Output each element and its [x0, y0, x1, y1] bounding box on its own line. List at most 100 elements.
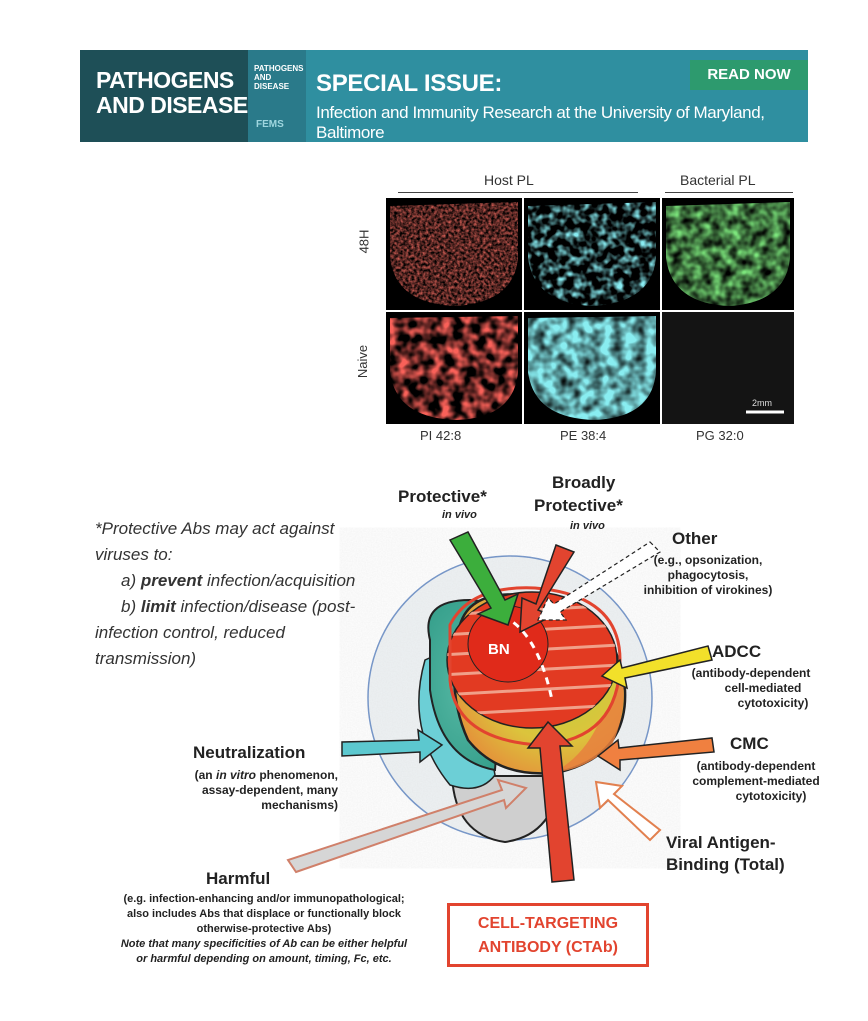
- adcc-description: (antibody-dependent cell-mediated cytoto…: [676, 666, 826, 711]
- neut-desc-1b: in vitro: [215, 768, 256, 782]
- protective-label: Protective*: [398, 487, 487, 506]
- cover-title: PATHOGENS AND DISEASE: [254, 64, 306, 91]
- note-item-b: b) limit infection/disease (post-: [95, 594, 365, 620]
- cmc-description: (antibody-dependent complement-mediated …: [676, 759, 836, 804]
- note-b-bold: limit: [140, 597, 176, 616]
- neut-desc-1c: phenomenon,: [256, 768, 338, 782]
- other-desc-1: (e.g., opsonization,: [653, 553, 763, 567]
- note-item-a: a) prevent infection/acquisition: [95, 568, 365, 594]
- ctab-box: CELL-TARGETING ANTIBODY (CTAb): [447, 903, 649, 967]
- tile-48h-pe: [524, 198, 660, 310]
- cmc-desc-1: (antibody-dependent: [696, 759, 816, 773]
- tile-48h-pg-image: [662, 198, 794, 310]
- other-desc-3: inhibition of virokines): [643, 583, 773, 597]
- tile-naive-pe: [524, 312, 660, 424]
- other-arrow: [537, 541, 661, 621]
- ctab-arrow: [526, 720, 575, 883]
- journal-title-line1: PATHOGENS: [96, 67, 234, 93]
- viral-antigen-label-1: Viral Antigen-: [666, 833, 776, 852]
- scale-bar-label: 2mm: [752, 398, 772, 408]
- note-line-1: *Protective Abs may act against: [95, 519, 335, 538]
- bacterial-pl-rule: [665, 192, 793, 193]
- read-now-button[interactable]: READ NOW: [690, 60, 808, 90]
- cmc-arrow: [596, 737, 715, 772]
- journal-title: PATHOGENS AND DISEASE: [80, 50, 248, 142]
- cover-publisher: FEMS: [256, 119, 284, 130]
- cover-title-line1: PATHOGENS: [254, 64, 304, 73]
- journal-banner[interactable]: PATHOGENS AND DISEASE PATHOGENS AND DISE…: [80, 50, 808, 142]
- tile-naive-pi-image: [386, 312, 522, 424]
- tile-naive-pe-image: [524, 312, 660, 424]
- note-b-prefix: b): [121, 597, 141, 616]
- harm-desc-4: Note that many specificities of Ab can b…: [120, 938, 408, 950]
- special-issue-heading: SPECIAL ISSUE:: [316, 70, 503, 97]
- harm-desc-1: (e.g. infection-enhancing and/or immunop…: [123, 893, 405, 905]
- ctab-label-1: CELL-TARGETING: [477, 915, 619, 932]
- broadly-label-2: Protective*: [534, 496, 623, 515]
- harm-desc-3: otherwise-protective Abs): [196, 923, 332, 935]
- journal-cover-thumbnail: PATHOGENS AND DISEASE FEMS: [248, 50, 306, 142]
- bacterial-pl-label: Bacterial PL: [680, 172, 756, 188]
- col-label-pe: PE 38:4: [560, 428, 607, 443]
- other-label: Other: [672, 529, 718, 548]
- tile-naive-pg: 2mm: [662, 312, 794, 424]
- note-line-2: viruses to:: [95, 545, 173, 564]
- adcc-arrow: [600, 645, 713, 690]
- tile-48h-pg: [662, 198, 794, 310]
- protective-arrow: [448, 531, 520, 626]
- harmful-description: (e.g. infection-enhancing and/or immunop…: [84, 892, 444, 967]
- broadly-label-1: Broadly: [552, 473, 616, 492]
- tile-48h-pi: [386, 198, 522, 310]
- note-a-bold: prevent: [140, 571, 203, 590]
- neut-desc-2: assay-dependent, many: [201, 783, 338, 797]
- note-line-6: transmission): [95, 649, 197, 668]
- harmful-arrow: [286, 778, 528, 874]
- adcc-desc-2: cell-mediated: [724, 681, 802, 695]
- cmc-label: CMC: [730, 734, 769, 753]
- neutralization-arrow: [341, 728, 444, 764]
- viral-antigen-arrow: [594, 780, 662, 842]
- cmc-region: [555, 660, 624, 772]
- tile-48h-pi-image: [386, 198, 522, 310]
- broadly-sub-label: in vivo: [570, 520, 605, 532]
- ctab-label-2: ANTIBODY (CTAb): [478, 939, 618, 956]
- col-label-pi: PI 42:8: [420, 428, 462, 443]
- special-issue-info: SPECIAL ISSUE: Infection and Immunity Re…: [306, 50, 808, 142]
- special-issue-subtitle: Infection and Immunity Research at the U…: [316, 103, 765, 142]
- neutralization-label: Neutralization: [193, 743, 306, 762]
- note-b-rest: infection/disease (post-: [175, 597, 356, 616]
- adcc-desc-3: cytotoxicity): [737, 696, 809, 710]
- cmc-desc-2: complement-mediated: [692, 774, 820, 788]
- bn-dashed-arc: [489, 610, 554, 701]
- neut-desc-3: mechanisms): [261, 798, 338, 812]
- protective-note: *Protective Abs may act against viruses …: [95, 516, 365, 672]
- journal-title-line2: AND DISEASE: [96, 92, 248, 118]
- note-a-prefix: a): [121, 571, 141, 590]
- adcc-label: ADCC: [712, 642, 762, 661]
- tile-naive-pi: [386, 312, 522, 424]
- tile-48h-pe-image: [524, 198, 660, 310]
- host-pl-rule: [398, 192, 638, 193]
- other-description: (e.g., opsonization, phagocytosis, inhib…: [628, 553, 788, 598]
- host-pl-label: Host PL: [484, 172, 534, 188]
- note-a-rest: infection/acquisition: [202, 571, 356, 590]
- bn-label: BN: [488, 641, 510, 658]
- other-desc-2: phagocytosis,: [667, 568, 749, 582]
- protective-sub-label: in vivo: [442, 509, 477, 521]
- adcc-desc-1: (antibody-dependent: [691, 666, 811, 680]
- microscopy-figure: Host PL Bacterial PL 48H Naive: [350, 172, 800, 444]
- harmful-label: Harmful: [206, 869, 271, 888]
- harm-desc-5: or harmful depending on amount, timing, …: [136, 953, 392, 965]
- cover-title-line2: AND DISEASE: [254, 73, 290, 91]
- neut-desc-1: (an in vitro phenomenon,: [178, 768, 338, 783]
- viral-antigen-label-2: Binding (Total): [666, 855, 785, 874]
- note-line-5: infection control, reduced: [95, 623, 285, 642]
- neut-desc-1a: (an: [194, 768, 216, 782]
- col-label-pg: PG 32:0: [696, 428, 744, 443]
- cmc-desc-3: cytotoxicity): [735, 789, 807, 803]
- tile-naive-pg-image: [662, 312, 794, 424]
- broadly-protective-arrow: [519, 544, 576, 634]
- harm-desc-2: also includes Abs that displace or funct…: [126, 908, 402, 920]
- neutralization-description: (an in vitro phenomenon, assay-dependent…: [178, 768, 338, 813]
